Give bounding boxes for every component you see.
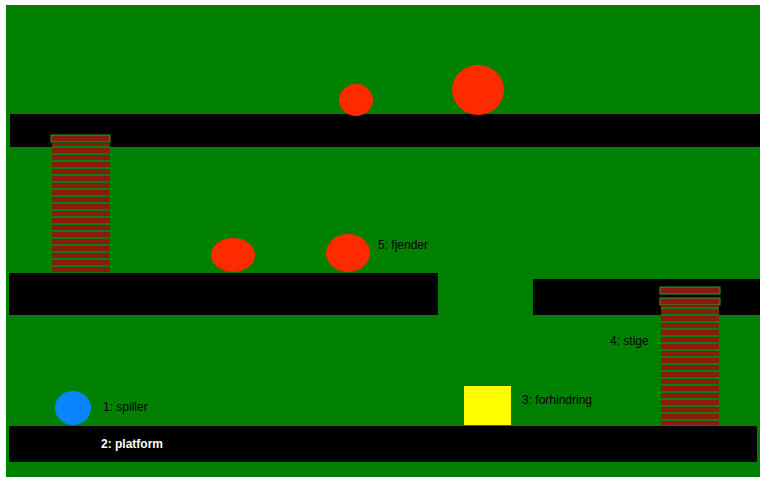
platform-bar: 2: platform — [9, 426, 757, 462]
platform — [9, 273, 438, 315]
callout-label: 4: stige — [610, 334, 649, 348]
callout-text: 2: platform — [101, 437, 757, 451]
player — [55, 391, 91, 425]
ladder — [660, 287, 720, 425]
callout-label: 3: forhindring — [522, 393, 592, 407]
enemy — [339, 84, 373, 116]
ladder — [51, 135, 110, 272]
callout-label: 1: spiller — [103, 400, 148, 414]
platform — [10, 114, 760, 147]
callout-label: 5: fjender — [378, 238, 428, 252]
enemy — [452, 65, 504, 115]
background — [6, 5, 760, 477]
enemy — [326, 234, 370, 272]
platform — [533, 279, 760, 315]
enemy — [211, 238, 255, 272]
obstacle — [464, 386, 511, 425]
